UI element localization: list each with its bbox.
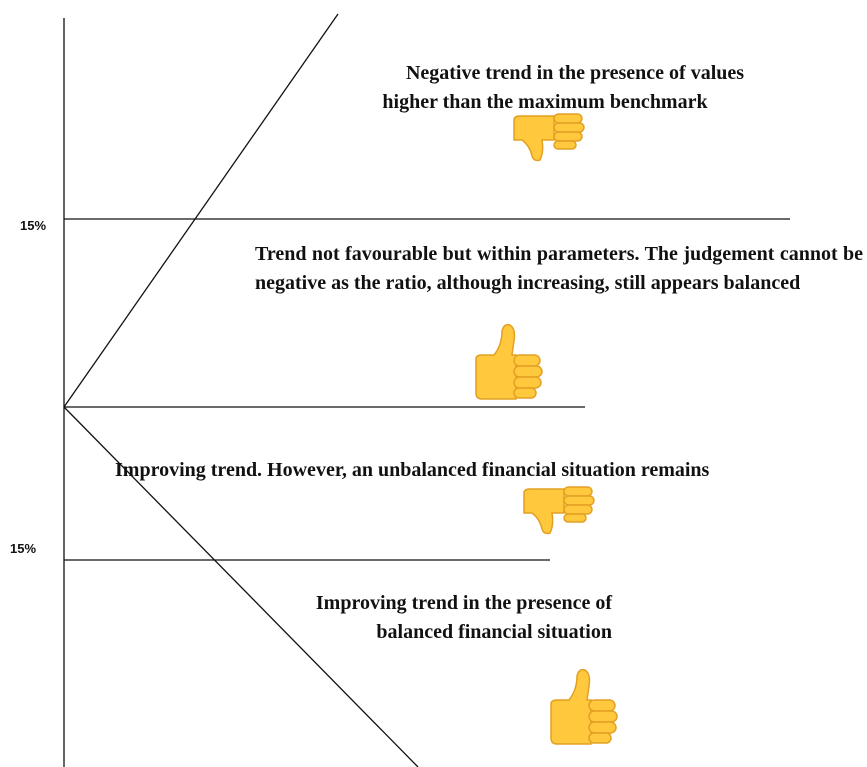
bottom-zone-text: Improving trend in the presence of balan… — [230, 589, 612, 647]
upper-middle-zone-text: Trend not favourable but within paramete… — [255, 243, 863, 294]
top-zone-text: Negative trend in the presence of values… — [330, 59, 820, 117]
increasing-trend-line — [63, 13, 339, 408]
top-zone-text-line2: higher than the maximum benchmark — [382, 91, 708, 113]
lower-middle-zone-text: Improving trend. However, an unbalanced … — [115, 459, 710, 481]
thumbs-up-icon — [475, 323, 543, 400]
top-zone-text-line1: Negative trend in the presence of values — [405, 62, 745, 84]
bottom-zone-text-line2: balanced financial situation — [376, 621, 612, 643]
bottom-zone-text-line1: Improving trend in the presence of — [315, 592, 612, 614]
lower-benchmark-label: 15% — [10, 541, 37, 556]
upper-benchmark-label: 15% — [20, 218, 47, 233]
thumbs-down-icon — [513, 113, 585, 162]
thumbs-down-icon — [523, 486, 595, 535]
thumbs-up-icon — [550, 668, 618, 745]
decreasing-trend-line — [63, 406, 419, 767]
